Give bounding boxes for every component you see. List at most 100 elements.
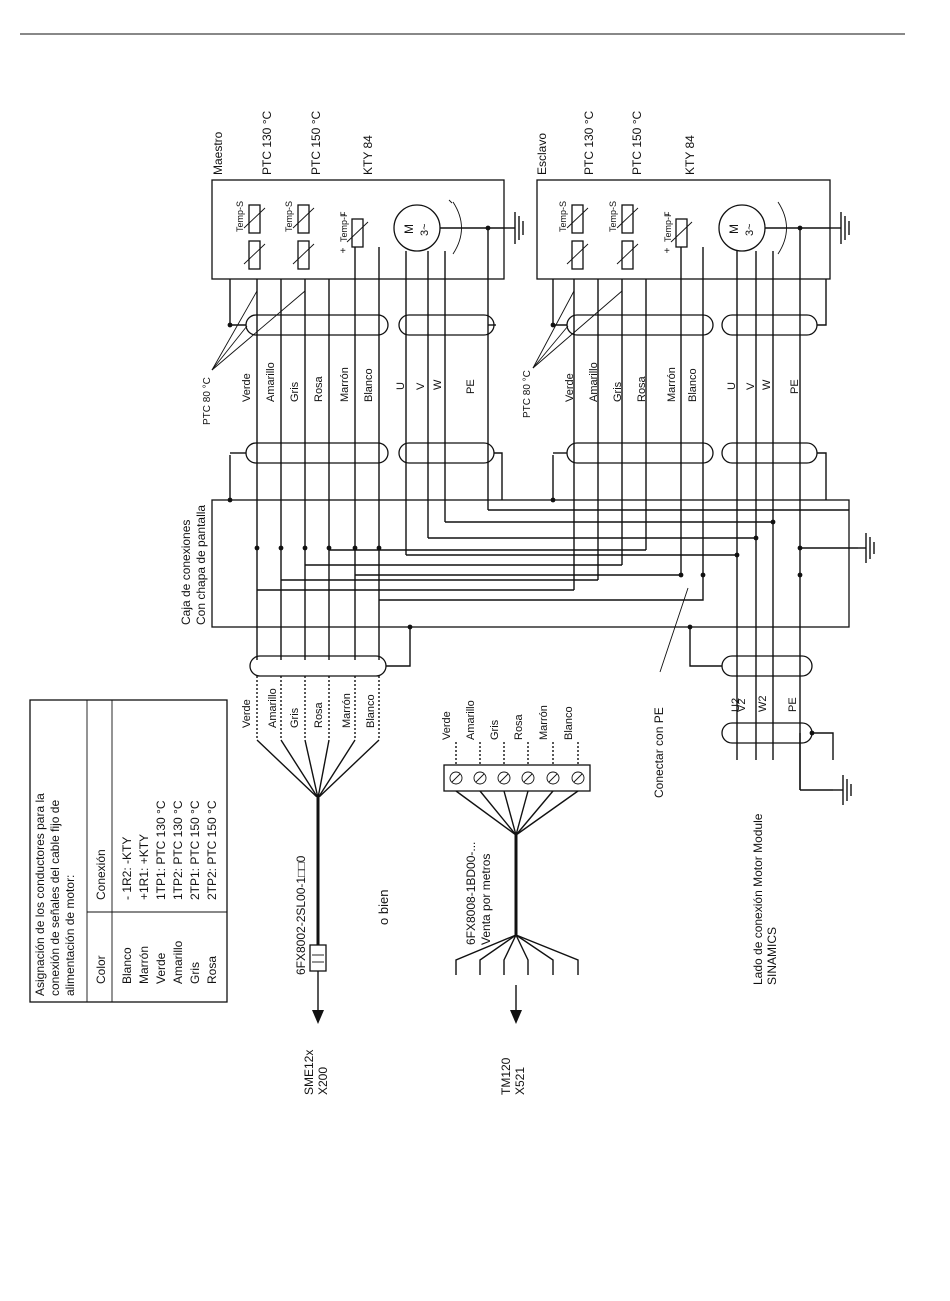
wire-label-verde: Verde bbox=[241, 699, 253, 728]
temp-f-label: Temp-F bbox=[339, 211, 349, 242]
cable-2-label-2: Venta por metros bbox=[479, 854, 493, 945]
junction-box bbox=[211, 499, 850, 628]
ptc130-label-master: PTC 130 °C bbox=[260, 111, 274, 175]
ptc80-label-slave: PTC 80 °C bbox=[522, 370, 533, 418]
connector-icon bbox=[309, 944, 327, 1024]
assignment-table: Asignación de los conductores para la co… bbox=[29, 699, 228, 1003]
wire-label-gris: Gris bbox=[612, 381, 624, 402]
junction-box-label: Caja de conexiones bbox=[179, 520, 193, 625]
wire-label-blanco: Blanco bbox=[563, 706, 575, 740]
wire-label-u: U bbox=[726, 382, 738, 390]
wire-label-gris: Gris bbox=[489, 719, 501, 740]
terminal-block bbox=[443, 764, 591, 792]
motor-3-label: 3~ bbox=[419, 223, 431, 236]
table-caption-2: conexión de señales del cable fijo de bbox=[48, 800, 62, 996]
wire-label-amarillo: Amarillo bbox=[588, 362, 600, 402]
table-cell-color: Verde bbox=[154, 952, 168, 984]
slave-cable-wires bbox=[552, 228, 801, 790]
wire-label-amarillo: Amarillo bbox=[267, 688, 279, 728]
cable-1-label: 6FX8002-2SL00-1□□0 bbox=[294, 855, 308, 975]
terminal-label-pe: PE bbox=[787, 697, 799, 712]
table-cell-color: Blanco bbox=[120, 947, 134, 984]
terminal-wires bbox=[455, 742, 579, 1024]
wire-label-rosa: Rosa bbox=[636, 375, 648, 402]
ptc80-label-master: PTC 80 °C bbox=[202, 377, 213, 425]
wire-label-pe: PE bbox=[789, 379, 801, 394]
motor-module-label: Lado de conexión Motor Module bbox=[751, 813, 765, 985]
table-cell-connection: 2TP1: PTC 150 °C bbox=[188, 800, 202, 900]
master-motor: Temp-S Temp-S Temp-F + − M 3~ bbox=[211, 179, 505, 280]
motor-module-label-2: SINAMICS bbox=[765, 927, 779, 985]
kty84-label-master: KTY 84 bbox=[361, 135, 375, 175]
temp-s-label: Temp-S bbox=[608, 201, 618, 232]
table-cell-connection: 1TP1: PTC 130 °C bbox=[154, 800, 168, 900]
junction-box-label-2: Con chapa de pantalla bbox=[194, 505, 208, 625]
wire-label-v: V bbox=[745, 382, 757, 390]
motor-3-label: 3~ bbox=[744, 223, 756, 236]
wire-label-verde: Verde bbox=[241, 373, 253, 402]
shield-oval bbox=[566, 442, 714, 464]
motor-m-label: M bbox=[402, 224, 416, 234]
table-caption-3: alimentación de motor: bbox=[63, 875, 77, 996]
table-header-connection: Conexión bbox=[94, 849, 108, 900]
shield-oval bbox=[398, 442, 495, 464]
table-caption: Asignación de los conductores para la bbox=[33, 793, 47, 996]
wire-label-marron: Marrón bbox=[341, 693, 353, 728]
or-label: o bien bbox=[376, 890, 391, 925]
junction-dots bbox=[227, 225, 815, 736]
temp-s-label: Temp-S bbox=[558, 201, 568, 232]
shield-oval bbox=[245, 442, 389, 464]
wire-label-blanco: Blanco bbox=[365, 694, 377, 728]
temp-s-label: Temp-S bbox=[284, 201, 294, 232]
table-cell-color: Amarillo bbox=[171, 940, 185, 984]
motor-m-label: M bbox=[727, 224, 741, 234]
shield-oval bbox=[566, 314, 714, 336]
temp-f-label: Temp-F bbox=[663, 211, 673, 242]
table-cell-color: Rosa bbox=[205, 956, 219, 984]
wire-label-u: U bbox=[395, 382, 407, 390]
shield-oval bbox=[249, 655, 387, 677]
wire-label-marron: Marrón bbox=[666, 367, 678, 402]
tm-label: TM120 bbox=[499, 1057, 513, 1095]
ptc150-label-master: PTC 150 °C bbox=[309, 111, 323, 175]
kty-minus-label: − bbox=[340, 210, 346, 221]
wire-label-verde: Verde bbox=[564, 373, 576, 402]
wire-label-rosa: Rosa bbox=[313, 375, 325, 402]
kty84-label-slave: KTY 84 bbox=[683, 135, 697, 175]
terminal-label-w2: W2 bbox=[757, 696, 769, 713]
wire-label-v: V bbox=[415, 382, 427, 390]
ground-icon bbox=[830, 212, 850, 244]
wire-label-blanco: Blanco bbox=[687, 368, 699, 402]
table-header-color: Color bbox=[94, 955, 108, 984]
master-label: Maestro bbox=[211, 131, 225, 175]
table-cell-color: Marrón bbox=[137, 946, 151, 984]
kty-plus-label: + bbox=[664, 246, 670, 257]
slave-motor: Temp-S Temp-S Temp-F + − M 3~ bbox=[536, 179, 831, 280]
master-cable-wires bbox=[229, 228, 489, 660]
wire-label-verde: Verde bbox=[441, 711, 453, 740]
kty-plus-label: + bbox=[340, 246, 346, 257]
sme-label-2: X200 bbox=[316, 1067, 330, 1095]
table-cell-connection: 1TP2: PTC 130 °C bbox=[171, 800, 185, 900]
table-cell-connection: - 1R2: -KTY bbox=[120, 837, 134, 900]
temp-s-label: Temp-S bbox=[235, 201, 245, 232]
wire-label-w: W bbox=[761, 379, 773, 390]
power-cable bbox=[689, 627, 834, 791]
shield-oval bbox=[245, 314, 389, 336]
slave-label: Esclavo bbox=[535, 133, 549, 175]
wire-label-marron: Marrón bbox=[339, 367, 351, 402]
table-cell-connection: +1R1: +KTY bbox=[137, 834, 151, 900]
wire-label-pe: PE bbox=[465, 379, 477, 394]
terminal-label-u2: U2 bbox=[730, 698, 742, 712]
connect-pe-label: Conectar con PE bbox=[652, 707, 666, 798]
shield-oval bbox=[721, 314, 818, 336]
shield-oval bbox=[398, 314, 495, 336]
wire-label-amarillo: Amarillo bbox=[465, 700, 477, 740]
wire-label-amarillo: Amarillo bbox=[265, 362, 277, 402]
signal-cable-fanout bbox=[256, 676, 380, 945]
wire-label-blanco: Blanco bbox=[363, 368, 375, 402]
cable-2-label: 6FX8008-1BD00-... bbox=[464, 842, 478, 945]
ground-icon bbox=[504, 212, 524, 244]
ground-icon bbox=[858, 533, 875, 563]
